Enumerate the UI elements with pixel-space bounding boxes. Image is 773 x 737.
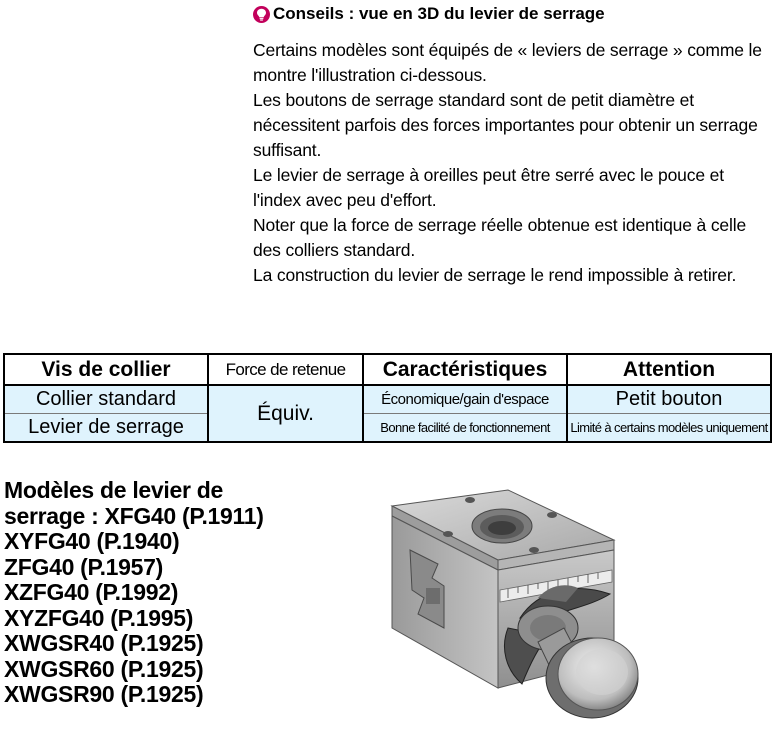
models-list: Modèles de levier de serrage : XFG40 (P.… [4,477,314,708]
models-line: XWGSR40 (P.1925) [4,630,204,656]
table-row: Collier standard Équiv. Économique/gain … [3,384,772,443]
tips-paragraph: Les boutons de serrage standard sont de … [253,90,758,160]
header-attention: Attention [566,353,772,386]
models-line: ZFG40 (P.1957) [4,553,164,580]
lightbulb-icon [253,5,270,23]
tips-header: Conseils : vue en 3D du levier de serrag… [253,2,768,26]
cell-feature: Bonne facilité de fonctionnement [362,413,568,443]
tips-paragraph: Certains modèles sont équipés de « levie… [253,40,762,85]
cell-force: Équiv. [207,384,364,443]
models-line: XZFG40 (P.1992) [4,579,179,605]
cell-type: Collier standard [3,384,209,414]
models-line: XWGSR90 (P.1925) [4,681,204,707]
models-line: serrage : XFG40 (P.1911) [4,502,264,529]
tips-paragraph: Le levier de serrage à oreilles peut êtr… [253,165,724,210]
header-features: Caractéristiques [362,353,568,386]
models-line: XWGSR60 (P.1925) [4,655,204,682]
tips-paragraph: Noter que la force de serrage réelle obt… [253,215,747,260]
models-line: XYFG40 (P.1940) [4,528,180,554]
cell-type: Levier de serrage [3,413,209,443]
tips-body: Certains modèles sont équipés de « levie… [253,38,768,288]
clamp-lever-stage-illustration [390,489,639,719]
models-line: XYZFG40 (P.1995) [4,604,194,631]
tips-section: Conseils : vue en 3D du levier de serrag… [253,2,768,288]
table-row: Levier de serrage Bonne facilité de fonc… [3,413,772,443]
header-holding-force: Force de retenue [207,353,364,386]
cell-feature: Économique/gain d'espace [362,384,568,414]
cell-attention: Limité à certains modèles uniquement [566,413,772,443]
tips-title: Conseils : vue en 3D du levier de serrag… [273,4,605,23]
header-screw-type: Vis de collier [3,353,209,386]
models-line: Modèles de levier de [4,477,223,503]
table-header-row: Vis de collier Force de retenue Caractér… [3,353,772,386]
tips-paragraph: La construction du levier de serrage le … [253,265,737,285]
cell-attention: Petit bouton [566,384,772,414]
comparison-table: Vis de collier Force de retenue Caractér… [3,353,772,443]
